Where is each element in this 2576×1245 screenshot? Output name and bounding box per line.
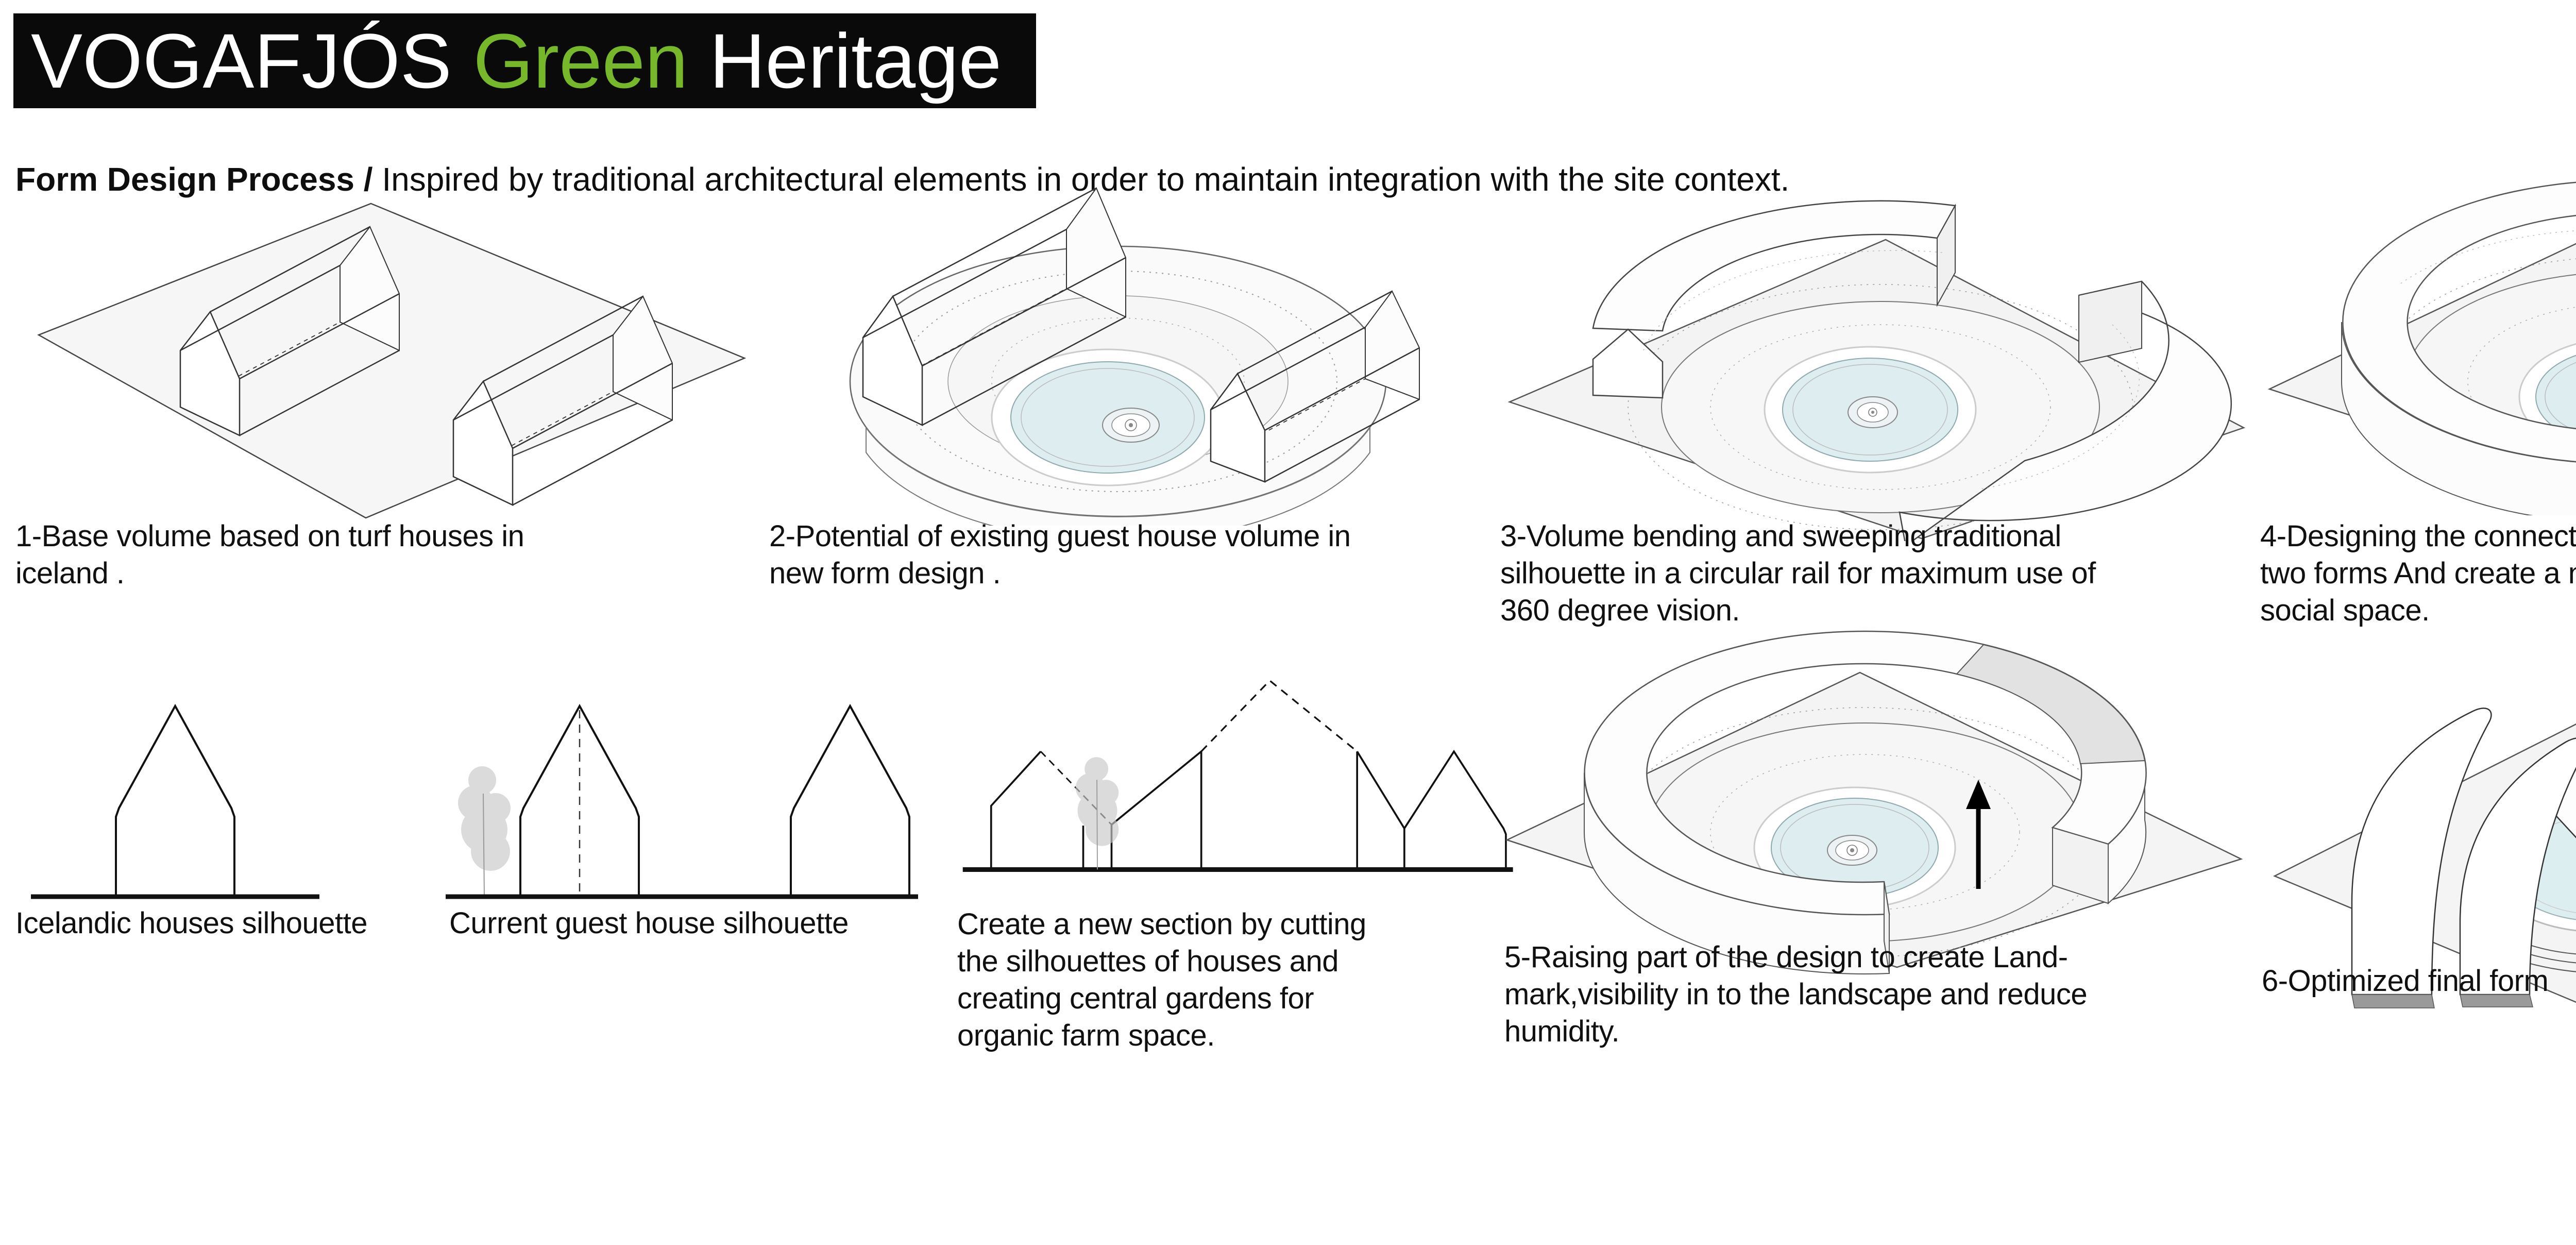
silhouettes-drawing [31, 703, 918, 899]
diagram-step4-ring-volume [2262, 175, 2576, 515]
turf-house-volume-left [179, 226, 400, 436]
gable-end-cap [2078, 280, 2142, 363]
step2-drawing [849, 187, 1420, 526]
blade-base [2351, 994, 2435, 1008]
caption-step5: 5-Raising part of the design to create L… [1504, 940, 2088, 1048]
curved-volume-right [1899, 280, 2232, 541]
diagram-cut-section-silhouette [956, 654, 1522, 891]
label-icelandic-silhouette: Icelandic houses silhouette [15, 906, 367, 940]
tree [458, 766, 511, 871]
caption-step1: 1-Base volume based on turf houses in ic… [15, 519, 524, 590]
raised-landmark-segment [1956, 644, 2146, 765]
title-part2: Heritage [688, 17, 1002, 104]
turf-house-volume-right [452, 295, 673, 506]
gap-end-cap-right [2052, 827, 2109, 904]
design-process-board: { "header": { "title": { "part1": "VOGAF… [10, 13, 2576, 1052]
ring-roof [1584, 630, 2147, 916]
guest-house-right [1210, 290, 1420, 483]
diagram-step5-raised-segment [1494, 611, 2277, 977]
caption-step6: 6-Optimized final form [2262, 964, 2549, 998]
step4-drawing [2267, 181, 2576, 515]
caption-step2: 2-Potential of existing guest house volu… [769, 519, 1351, 590]
curved-blade-left-1 [2351, 708, 2492, 1008]
blade-base [2460, 994, 2533, 1007]
current-guest-house-silhouette [446, 703, 918, 899]
ground-plane [37, 203, 747, 519]
guest-house-left [862, 187, 1126, 426]
page-title: VOGAFJÓS Green Heritage [31, 16, 1002, 106]
step5-drawing [1505, 630, 2243, 974]
title-green-word: Green [473, 17, 688, 104]
pond [991, 348, 1225, 486]
curved-blade-left-2 [2459, 737, 2576, 1007]
ring-volume [1584, 630, 2147, 974]
diagram-step1-base-volumes [21, 186, 768, 520]
pond [1764, 346, 1977, 474]
subtitle: Form Design Process / Inspired by tradit… [15, 160, 1789, 199]
step1-drawing [37, 203, 747, 519]
diagram-house-silhouettes [10, 670, 938, 912]
original-silhouette-dashed [1200, 679, 1358, 752]
guide-circle-2 [1710, 324, 2051, 490]
icelandic-house-silhouette [31, 703, 319, 899]
title-banner: VOGAFJÓS Green Heritage [13, 13, 1036, 108]
ring-volume [2341, 181, 2576, 515]
ring-roof [2342, 181, 2576, 463]
diagram-step3-curved-volumes [1489, 180, 2262, 541]
gable-end-cap [1592, 328, 1664, 399]
guide-circle-outer [899, 271, 1337, 492]
step6-drawing [2273, 708, 2576, 1008]
raise-arrow-icon [1966, 780, 1991, 889]
step3-drawing [1507, 200, 2246, 541]
subtitle-bold: Form Design Process / [15, 161, 373, 198]
title-part1: VOGAFJÓS [31, 17, 473, 104]
subtitle-rest: Inspired by traditional architectural el… [372, 161, 1790, 198]
diagram-step6-final-form [2257, 634, 2576, 1046]
label-current-silhouette: Current guest house silhouette [449, 906, 849, 940]
caption-step4: 4-Designing the connection space between… [2260, 519, 2576, 627]
platform-side [866, 426, 1370, 526]
cut-section-drawing [962, 679, 1513, 872]
caption-cut-section: Create a new section by cutting the silh… [957, 907, 1366, 1052]
curved-volume-left [1592, 200, 1956, 399]
guide-circle-inner [991, 317, 1245, 445]
gap-end-cap-left [1884, 881, 1890, 974]
cut-silhouette [962, 679, 1513, 872]
guide-circle-2 [1710, 754, 2020, 911]
caption-step3: 3-Volume bending and sweeping traditiona… [1500, 519, 2096, 627]
diagram-step2-circular-platform [757, 175, 1479, 526]
